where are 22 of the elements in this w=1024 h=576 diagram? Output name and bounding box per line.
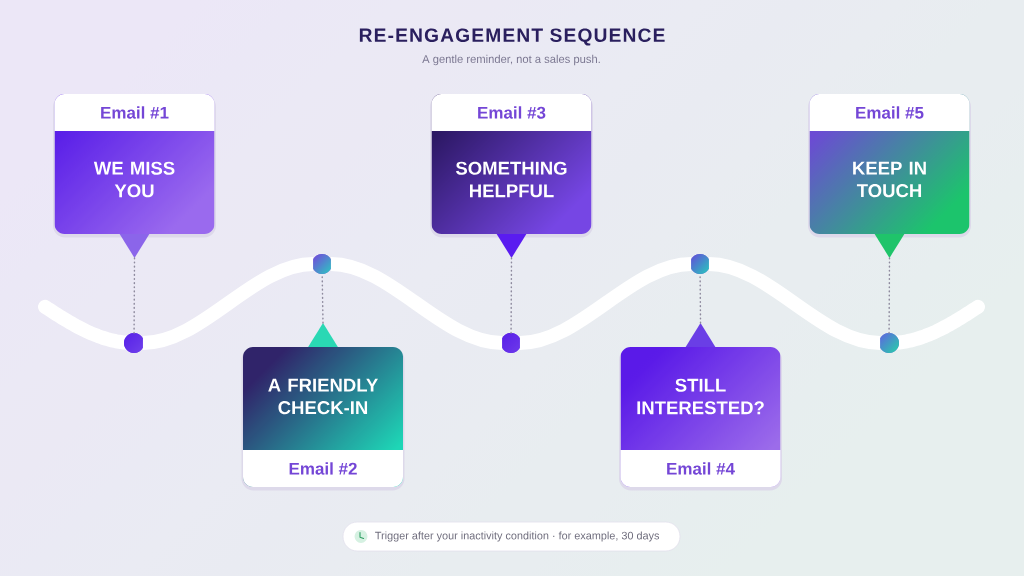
card-title: KEEP IN TOUCH bbox=[853, 161, 926, 198]
subtitle: A gentle reminder, not a sales push. bbox=[422, 54, 600, 66]
card-title: STILL INTERESTED? bbox=[637, 378, 764, 415]
email-label: Email #5 bbox=[856, 106, 924, 119]
timeline-track bbox=[330, 257, 503, 350]
title: RE-ENGAGEMENT SEQUENCE bbox=[359, 28, 665, 46]
dotted-connector bbox=[510, 257, 513, 334]
card-title: A FRIENDLY CHECK-IN bbox=[268, 378, 378, 415]
timeline-track bbox=[708, 257, 881, 350]
card-title: SOMETHING HELPFUL bbox=[455, 161, 567, 198]
dotted-connector bbox=[888, 257, 891, 334]
email-label: Email #2 bbox=[289, 462, 357, 475]
dotted-connector bbox=[321, 273, 324, 324]
timeline-track bbox=[142, 257, 314, 350]
timeline-track bbox=[519, 257, 692, 350]
info-pill: Trigger after your inactivity condition · for example, 30 days bbox=[342, 521, 681, 552]
dotted-connector bbox=[133, 257, 136, 334]
email-label: Email #3 bbox=[478, 106, 546, 119]
email-label: Email #1 bbox=[101, 106, 169, 119]
card-title: WE MISS YOU bbox=[93, 161, 175, 198]
email-label: Email #4 bbox=[667, 462, 735, 475]
dotted-connector bbox=[699, 273, 702, 324]
